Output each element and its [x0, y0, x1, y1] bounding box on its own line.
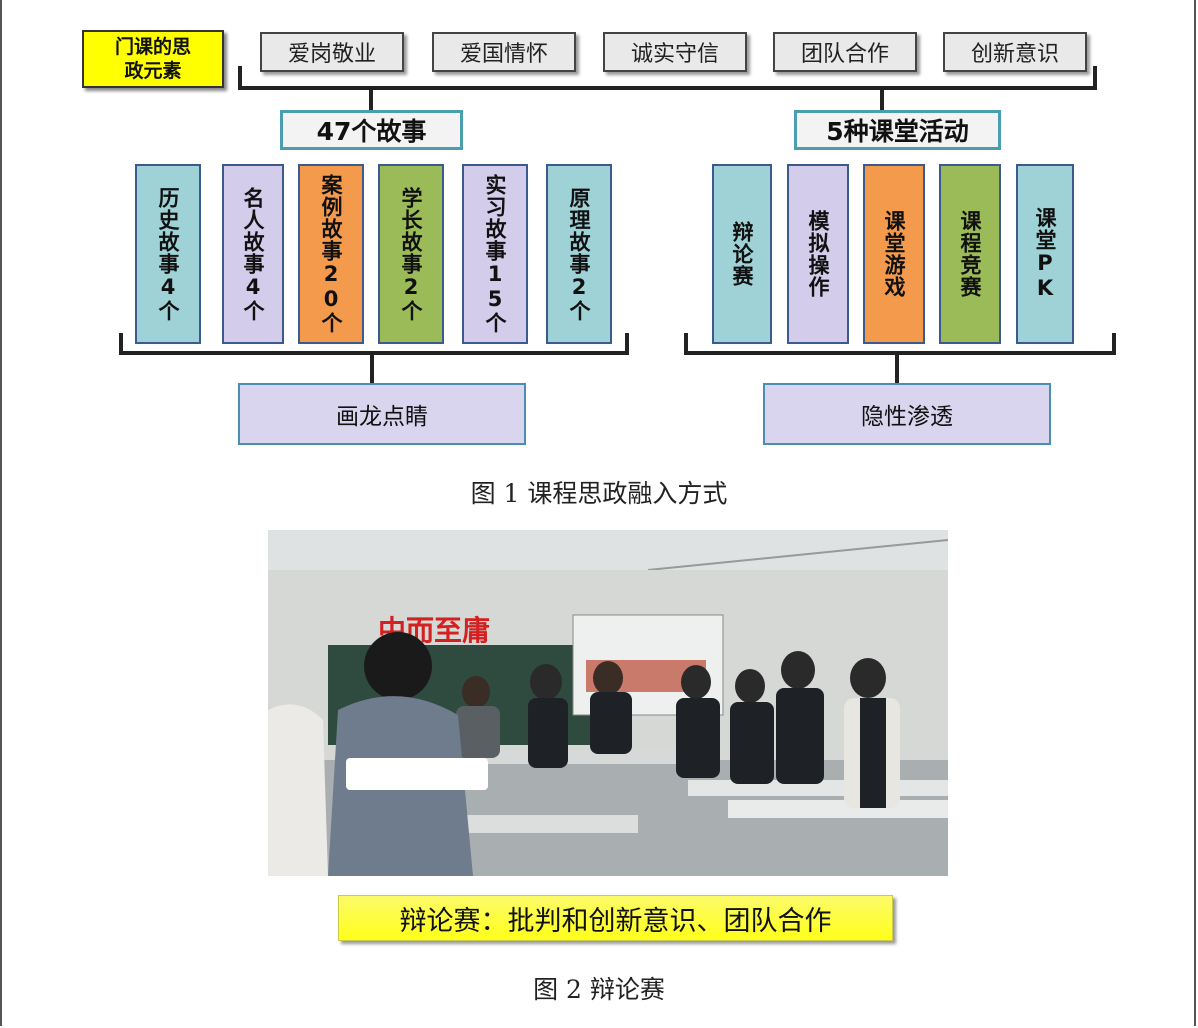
story-box-history: 历史故事4个	[135, 164, 201, 344]
story-box-celebrity: 名人故事4个	[222, 164, 284, 344]
stories-group-title-text: 47个故事	[316, 117, 427, 146]
summary-right-text: 隐性渗透	[861, 404, 953, 430]
summary-box-left: 画龙点睛	[238, 383, 526, 445]
story-box-senior: 学长故事2个	[378, 164, 444, 344]
connector-line	[880, 88, 884, 110]
activity-box-game: 课堂游戏	[863, 164, 925, 344]
bracket-line	[1112, 333, 1116, 355]
element-box-4: 团队合作	[773, 32, 917, 72]
debate-photo: 中而至庸	[268, 530, 948, 876]
story-box-case: 案例故事20个	[298, 164, 364, 344]
story-label: 原理故事2个	[567, 186, 591, 322]
element-box-5: 创新意识	[943, 32, 1087, 72]
photo-label-text: 辩论赛：批判和创新意识、团队合作	[399, 905, 832, 937]
story-label: 学长故事2个	[399, 186, 423, 322]
ideology-elements-tag-label: 门课的思 政元素	[114, 36, 191, 82]
summary-box-right: 隐性渗透	[763, 383, 1051, 445]
bracket-line	[119, 351, 629, 355]
story-label: 实习故事15个	[483, 174, 507, 334]
connector-line	[369, 88, 373, 110]
connector-line	[895, 353, 899, 383]
activity-box-pk: 课堂PK	[1016, 164, 1074, 344]
connector-line	[370, 353, 374, 383]
summary-left-text: 画龙点睛	[336, 404, 428, 430]
story-box-principle: 原理故事2个	[546, 164, 612, 344]
stories-group-title: 47个故事	[280, 110, 463, 150]
activities-group-title-text: 5种课堂活动	[826, 117, 969, 146]
activity-label: 模拟操作	[806, 210, 830, 298]
bracket-line	[625, 333, 629, 355]
bracket-line	[238, 86, 1097, 90]
figure2-caption: 图 2 辩论赛	[533, 975, 665, 1004]
bracket-line	[119, 333, 123, 355]
element-label: 爱岗敬业	[287, 42, 376, 67]
element-box-3: 诚实守信	[603, 32, 747, 72]
activity-box-simulation: 模拟操作	[787, 164, 849, 344]
figure1-caption: 图 1 课程思政融入方式	[470, 479, 728, 508]
activities-group-title: 5种课堂活动	[794, 110, 1001, 150]
story-box-internship: 实习故事15个	[462, 164, 528, 344]
activity-label: 辩论赛	[730, 221, 754, 287]
story-label: 历史故事4个	[156, 186, 180, 322]
story-label: 案例故事20个	[319, 174, 343, 334]
element-label: 团队合作	[800, 42, 889, 67]
activity-label: 课程竞赛	[958, 210, 982, 298]
activity-box-contest: 课程竞赛	[939, 164, 1001, 344]
bracket-line	[1093, 66, 1097, 90]
bracket-line	[684, 351, 1116, 355]
element-label: 爱国情怀	[459, 42, 548, 67]
element-label: 诚实守信	[630, 42, 719, 67]
activity-box-debate: 辩论赛	[712, 164, 772, 344]
photo-label: 辩论赛：批判和创新意识、团队合作	[338, 895, 893, 941]
element-box-1: 爱岗敬业	[260, 32, 404, 72]
activity-label: 课堂PK	[1033, 207, 1057, 301]
bracket-line	[238, 66, 242, 90]
ideology-elements-tag: 门课的思 政元素	[82, 30, 224, 88]
element-box-2: 爱国情怀	[432, 32, 576, 72]
story-label: 名人故事4个	[241, 186, 265, 322]
activity-label: 课堂游戏	[882, 210, 906, 298]
element-label: 创新意识	[970, 42, 1059, 67]
bracket-line	[684, 333, 688, 355]
